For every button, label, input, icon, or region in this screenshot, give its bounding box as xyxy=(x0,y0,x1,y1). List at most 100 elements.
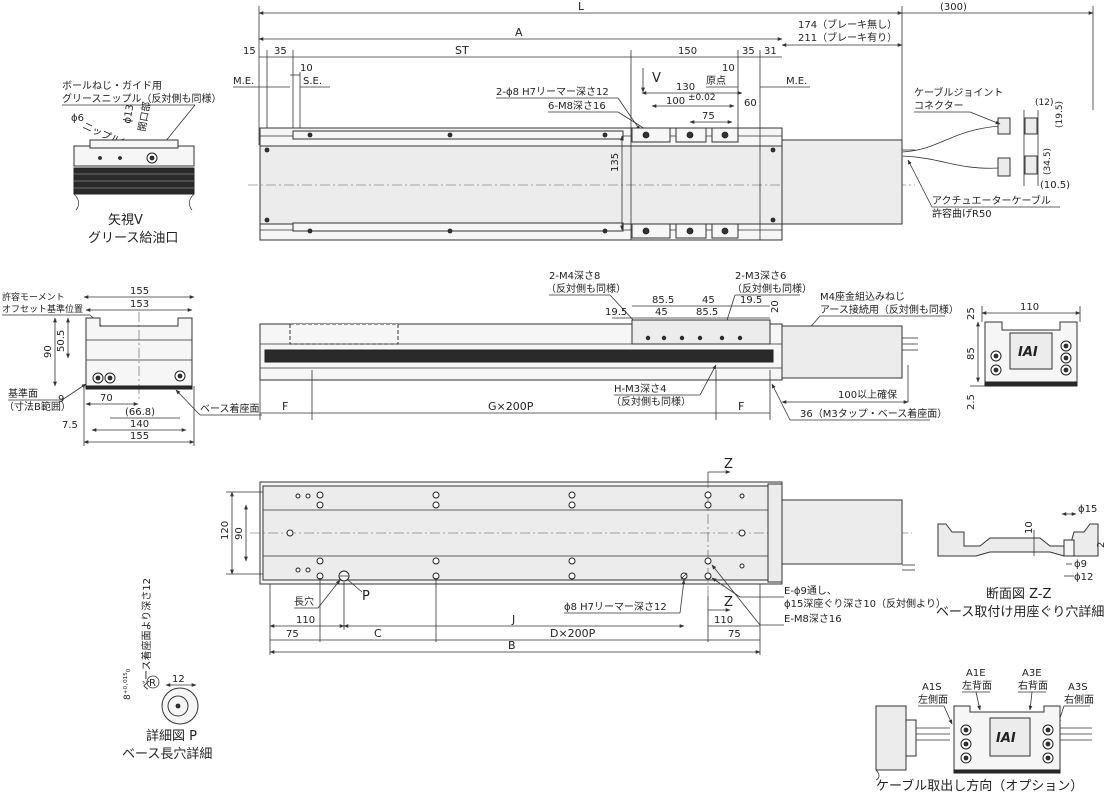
dim-l: L xyxy=(578,0,585,13)
m4-same: （反対側も同様） xyxy=(546,282,626,295)
detail-p-title: 詳細図 P xyxy=(146,728,197,744)
m4-screw-1: M4座金組込みねじ xyxy=(820,290,905,303)
detail-p-depth: ベース着座面より深さ12 xyxy=(140,578,153,690)
section-zz-title: 断面図 Z-Z xyxy=(986,587,1052,602)
slot-label: 長穴 xyxy=(294,595,314,608)
dim-a: A xyxy=(515,26,523,39)
dim-100: 100 xyxy=(666,96,685,107)
section-zz: ϕ15 10 2 ϕ9 ϕ12 断面図 Z-Z ベース取付け用座ぐり穴詳細 xyxy=(936,504,1107,620)
dim-34-5-conn: (34.5) xyxy=(1043,148,1053,175)
brake-with-label: 211（ブレーキ有り） xyxy=(798,31,897,44)
view-v-label: V xyxy=(652,71,661,86)
a3s-face: 右側面 xyxy=(1064,693,1094,706)
phi12-label: ϕ12 xyxy=(1074,572,1093,583)
e-hole-2: ϕ15深座ぐり深さ10（反対側より） xyxy=(784,597,946,610)
actuator-cable-1: アクチュエーターケーブル xyxy=(932,194,1051,207)
phi6-label: ϕ6 xyxy=(71,113,84,124)
dim-19-5-conn: (19.5) xyxy=(1055,101,1065,128)
reamer-bottom: ϕ8 H7リーマー深さ12 xyxy=(564,601,667,613)
moment-label-1: 許容モーメント xyxy=(2,291,65,303)
e-m8-label: E-M8深さ16 xyxy=(784,613,842,625)
dim-110-end: 110 xyxy=(1020,302,1039,313)
dim-90-end: 90 xyxy=(43,345,54,358)
phi9-label: ϕ9 xyxy=(1074,559,1087,570)
side-view: 2-M4深さ8 （反対側も同様） 2-M3深さ6 （反対側も同様） 85.5 4… xyxy=(259,270,959,421)
secure-label: 100以上確保 xyxy=(838,388,897,401)
dim-20: 20 xyxy=(770,300,781,313)
actuator-cable-2: 許容曲げR50 xyxy=(932,207,992,220)
view-v-title: 矢視V xyxy=(108,213,143,228)
a1s-face: 左側面 xyxy=(918,693,948,706)
dim-10-right: 10 xyxy=(722,63,735,74)
dim-135: 135 xyxy=(610,153,621,172)
dim-155-top: 155 xyxy=(130,286,149,297)
dim-45-upper: 45 xyxy=(702,295,715,306)
base-seat-label: ベース着座面 xyxy=(200,402,260,415)
m4-label: 2-M4深さ8 xyxy=(549,270,600,282)
m4-screw-2: アース接続用（反対側も同様） xyxy=(820,303,959,316)
se-label: S.E. xyxy=(303,76,322,87)
dim-9: 9 xyxy=(58,394,64,405)
dim-10-5-conn: (10.5) xyxy=(1040,180,1070,191)
top-view: L (300) 174（ブレーキ無し） 211（ブレーキ有り） A 15 35 … xyxy=(233,0,1094,241)
dim-75-bottom-left: 75 xyxy=(286,629,299,640)
dim-130: 130 xyxy=(676,82,695,93)
a1s-label: A1S xyxy=(922,682,942,693)
phi15-label: ϕ15 xyxy=(1078,504,1097,515)
dim-100-tol: ±0.02 xyxy=(688,93,716,103)
dim-st: ST xyxy=(455,44,469,57)
dim-10-left: 10 xyxy=(300,63,313,74)
detail-p-subtitle: ベース長穴詳細 xyxy=(122,746,212,762)
bottom-view: Z 120 90 長穴 P xyxy=(220,457,946,655)
dim-45-lower: 45 xyxy=(655,307,668,318)
grease-label-1: ボールねじ・ガイド用 xyxy=(62,80,162,92)
hm3-label: H-M3深さ4 xyxy=(614,383,666,395)
dim-35-right: 35 xyxy=(742,46,755,57)
dim-153: 153 xyxy=(130,299,149,310)
dim-19-5-upper: 19.5 xyxy=(740,295,762,306)
detail-p: 8⁺⁰·⁰¹⁵₀ ベース着座面より深さ12 12 R 詳細図 P ベース長穴詳細 xyxy=(122,578,212,762)
opening-label: 開口部 xyxy=(135,101,153,133)
me-left: M.E. xyxy=(233,76,254,87)
iai-logo-option: IAI xyxy=(996,731,1016,746)
end-view-left: 許容モーメント オフセット基準位置 155 153 50.5 90 基準面 （寸… xyxy=(2,286,262,446)
grease-label-2: グリースニップル（反対側も同様） xyxy=(62,92,222,105)
dim-35-left: 35 xyxy=(274,46,287,57)
dim-140: 140 xyxy=(130,419,149,430)
dim-120: 120 xyxy=(220,521,231,540)
dim-j: J xyxy=(511,613,515,626)
a3s-label: A3S xyxy=(1068,682,1088,693)
end-view-right: 110 IAI 25 85 2.5 xyxy=(966,302,1081,410)
iai-logo-end: IAI xyxy=(1018,345,1038,360)
origin-label: 原点 xyxy=(706,75,726,87)
phi13-label: ϕ13 xyxy=(122,104,136,125)
d2-section: 2 xyxy=(1096,542,1107,548)
m3-tap-label: 36（M3タップ・ベース着座面） xyxy=(800,407,947,420)
cable-option-title: ケーブル取出し方向（オプション） xyxy=(876,778,1083,794)
a1e-face: 左背面 xyxy=(962,679,992,692)
dim-c: C xyxy=(374,627,382,640)
m8-label: 6-M8深さ16 xyxy=(548,100,606,112)
m3-label: 2-M3深さ6 xyxy=(735,270,786,282)
d10-section: 10 xyxy=(1024,521,1035,534)
dim-70: 70 xyxy=(100,393,113,404)
dim-f-left: F xyxy=(282,400,288,413)
ref-label-2: （寸法B範囲） xyxy=(4,400,71,413)
section-zz-subtitle: ベース取付け用座ぐり穴詳細 xyxy=(936,604,1104,620)
cable-joint-2: コネクター xyxy=(914,100,964,112)
dim-150: 150 xyxy=(678,46,697,57)
cable-joint-1: ケーブルジョイント xyxy=(914,86,1003,99)
detail-p-tol: 8⁺⁰·⁰¹⁵₀ xyxy=(123,668,133,700)
dim-85-5-upper: 85.5 xyxy=(652,295,674,306)
dim-2-5-end: 2.5 xyxy=(966,394,977,410)
e-hole-1: E-ϕ9通し、 xyxy=(784,585,837,597)
dim-66-8: (66.8) xyxy=(125,407,155,418)
view-v-detail: ボールねじ・ガイド用 グリースニップル（反対側も同様） ϕ6 ϕ13 開口部 ニ… xyxy=(62,80,222,246)
dim-25-end: 25 xyxy=(966,307,977,320)
ref-label-1: 基準面 xyxy=(8,387,38,400)
dim-12-conn: (12) xyxy=(1035,98,1053,108)
me-right: M.E. xyxy=(786,76,807,87)
dim-b: B xyxy=(508,639,516,652)
cable-option: A1S 左側面 A1E 左背面 A3E 右背面 A3S 右側面 IAI ケーブル… xyxy=(875,668,1094,794)
